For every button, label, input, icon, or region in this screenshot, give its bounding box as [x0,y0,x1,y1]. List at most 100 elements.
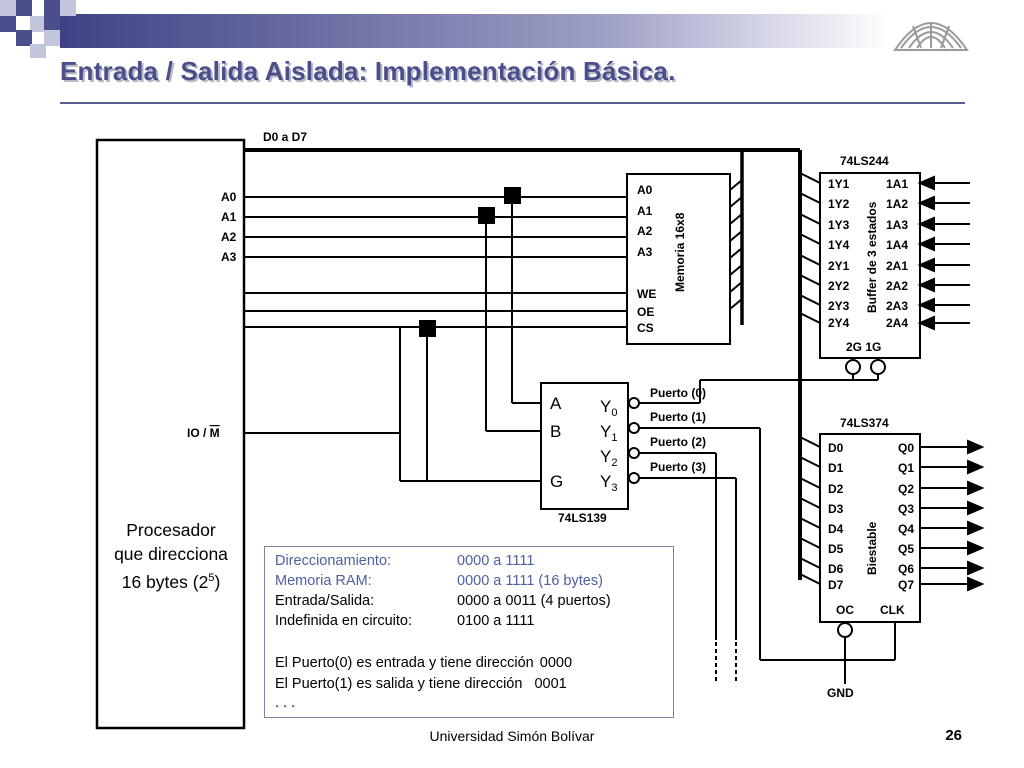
buffer-right-pin: 1A3 [886,218,908,232]
buffer-enable-label: 2G 1G [846,340,881,354]
buffer-left-pin: 1Y4 [828,238,850,252]
io-m-label: IO / M [187,426,220,440]
y-sub: 3 [611,482,617,494]
buffer-chip-label: 74LS244 [840,154,889,168]
decoder-input-g: G [550,472,563,491]
latch-right-pin: Q5 [898,542,914,556]
info-key: Indefinida en circuito: [275,613,413,629]
latch-output-arrows [920,439,985,592]
decoder-box [540,382,629,510]
decoder-output-y2: Y2 [600,447,617,469]
port-label: Puerto (2) [650,435,706,449]
deco-square [60,0,76,16]
buffer-left-pin: 2Y2 [828,279,850,293]
latch-name: Biestable [865,521,879,575]
latch-right-pin: Q2 [898,482,914,496]
y-sub: 1 [611,432,617,444]
note-value: 0000 [539,655,573,671]
page-number: 26 [945,727,962,744]
buffer-left-pin: 1Y2 [828,197,850,211]
junction-a1 [478,207,495,224]
y-text: Y [600,472,611,491]
deco-square [30,16,46,32]
port-label: Puerto (0) [650,386,706,400]
university-logo-icon [893,22,969,51]
memory-pin: CS [637,321,654,335]
io-m-text: IO / [187,426,210,440]
buffer-input-arrows [917,175,970,331]
deco-square [0,16,16,32]
deco-square [16,0,32,16]
address-lines [244,195,627,482]
latch-right-pin: Q3 [898,502,914,516]
latch-left-pin: D2 [828,482,844,496]
buffer-left-pin: 2Y1 [828,259,850,273]
info-note: El Puerto(1) es salida y tiene dirección… [275,676,567,692]
memory-pin: WE [637,287,656,301]
info-ellipsis: . . . [275,695,296,711]
info-value: 0100 a 1111 [457,613,535,629]
latch-right-pin: Q4 [898,522,914,536]
y-text: Y [600,422,611,441]
processor-pin: A2 [221,230,237,244]
decoder-output-y1: Y1 [600,422,617,444]
latch-left-pin: D4 [828,522,844,536]
bus-label: D0 a D7 [263,130,307,144]
memory-pin: A3 [637,245,653,259]
latch-left-pin: D1 [828,461,844,475]
buffer-left-pin: 2Y4 [828,316,850,330]
processor-box [95,138,246,730]
latch-right-pin: Q0 [898,441,914,455]
deco-square [44,30,60,46]
info-note: El Puerto(0) es entrada y tiene direcció… [275,655,572,671]
buffer-right-pin: 2A2 [886,279,908,293]
deco-square [16,30,32,46]
decoder-input-b: B [550,422,561,441]
latch-left-pin: D3 [828,502,844,516]
latch-data-taps [799,436,821,585]
processor-pin: A1 [221,210,237,224]
decoder-input-a: A [550,394,562,413]
decoder-chip-label: 74LS139 [558,511,607,525]
memory-pin: A2 [637,224,653,238]
port-label: Puerto (1) [650,410,706,424]
info-key: Memoria RAM: [275,573,372,589]
junctions [419,187,521,337]
buffer-right-pin: 1A2 [886,197,908,211]
buffer-right-pin: 1A1 [886,177,908,191]
memory-data-taps [729,179,743,310]
latch-right-pin: Q6 [898,562,914,576]
junction-a0 [504,187,521,204]
buffer-right-pin: 2A4 [886,316,908,330]
processor-line1: Procesador [126,520,216,540]
deco-square [30,44,46,58]
slide-title: Entrada / Salida Aislada: Implementación… [60,56,676,86]
latch-chip-label: 74LS374 [840,416,889,430]
latch-left-pin: D6 [828,562,844,576]
header-gradient-band [60,14,890,48]
io-m-bar-text: M [210,426,220,440]
note-text: El Puerto(1) es salida y tiene dirección [275,676,523,692]
buffer-right-pin: 1A4 [886,238,908,252]
buffer-right-pin: 2A1 [886,259,908,273]
info-box: Direccionamiento: 0000 a 1111 Memoria RA… [264,546,674,718]
memory-pin: OE [637,305,654,319]
latch-right-pin: Q7 [898,578,914,592]
memory-pin: A0 [637,183,653,197]
y-text: Y [600,447,611,466]
footer: Universidad Simón Bolívar [429,728,595,744]
deco-square [44,0,60,16]
memory-box [626,173,731,345]
processor-label: Procesador que direcciona 16 bytes (25) [98,518,244,594]
decoder-output-y3: Y3 [600,472,617,494]
info-key: Entrada/Salida: [275,593,375,609]
latch-left-pin: D7 [828,578,844,592]
note-text: El Puerto(0) es entrada y tiene direcció… [275,655,534,671]
memory-pin: A1 [637,204,653,218]
buffer-data-taps [799,172,821,324]
y-text: Y [600,397,611,416]
y-sub: 2 [611,457,617,469]
info-key: Direccionamiento: [275,553,392,569]
processor-line3-text: 16 bytes (2 [121,571,209,592]
